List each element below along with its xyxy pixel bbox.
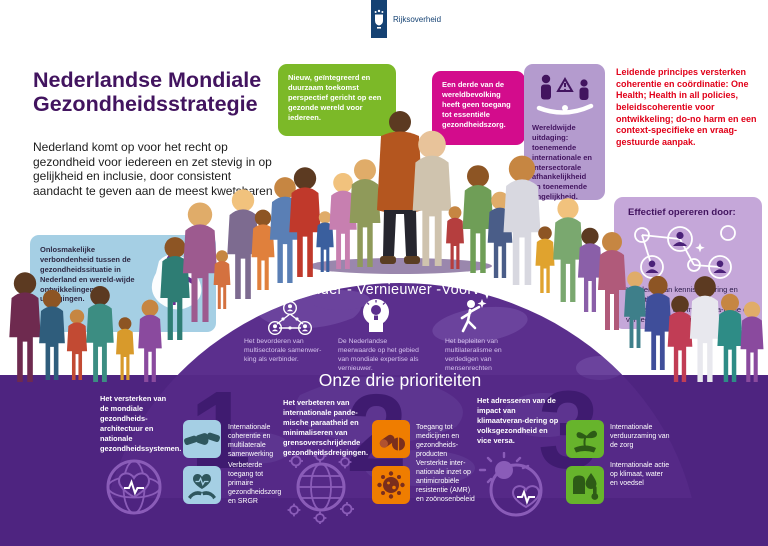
rijksoverheid-crest-icon <box>371 0 387 38</box>
sparkle-icons <box>481 243 705 299</box>
handshake-icon <box>184 432 220 446</box>
hands-heart-icon <box>188 474 216 500</box>
priority-3-tile-2 <box>566 466 604 504</box>
priority-2-tile-1 <box>372 420 410 458</box>
effective-title: Effectief opereren door: <box>628 207 736 218</box>
crowd-shadow <box>308 258 492 274</box>
callout-perspective: Nieuw, geïntegreerd en duurzaam toekomst… <box>278 64 396 136</box>
sun-heartbeat-icon <box>478 452 543 517</box>
rijksoverheid-logo <box>371 0 387 43</box>
priority-2-text: Het verbeteren van internationale pande-… <box>283 398 368 457</box>
priority-2-tile-2-caption: Versterkte inter-nationale inzet op anti… <box>416 460 475 504</box>
innovation-head-icon <box>363 299 389 332</box>
role-innovator-text: De Nederlandse meerwaarde op het gebied … <box>338 338 419 372</box>
knowledge-network-icon <box>634 225 736 279</box>
priority-3-tile-1 <box>566 420 604 458</box>
crowd <box>9 111 764 382</box>
priority-1-tile-2 <box>183 466 221 504</box>
pills-icon <box>379 434 405 451</box>
globe-heartbeat-icon <box>106 459 162 515</box>
role-connector-text: Het bevorderen van multisectorale samenw… <box>244 338 322 363</box>
lead-paragraph: Nederland komt op voor het recht op gezo… <box>33 140 273 198</box>
priority-1-tile-2-caption: Verbeterde toegang tot primaire gezondhe… <box>228 462 282 506</box>
globe-virus-icon <box>287 450 354 524</box>
inequality-balance-icon <box>536 74 593 115</box>
leading-principles-text: Leidende principes versterken coherentie… <box>616 67 757 148</box>
priority-1-text: Het versterken van de mondiale gezondhei… <box>100 394 182 453</box>
logo-wordmark: Rijksoverheid <box>393 15 442 24</box>
priorities-heading: Onze drie prioriteiten <box>318 370 482 390</box>
priority-2-tile-1-caption: Toegang tot medicijnen en gezondheids-pr… <box>416 424 460 459</box>
sustainability-icon <box>574 430 598 453</box>
priority-3-tile-1-caption: Internationale verduurzaming van de zorg <box>610 424 670 450</box>
callout-global-challenge: Wereldwijde uitdaging: toenemende intern… <box>524 64 605 201</box>
priority-3-tile-2-caption: Internationale actie op klimaat, water e… <box>610 462 670 488</box>
priority-3-text: Het adresseren van de impact van klimaat… <box>477 396 559 445</box>
advocate-person-icon <box>460 299 487 333</box>
priority-1-tile-1 <box>183 420 221 458</box>
role-advocate-text: Het bepleiten van multilateralisme en ve… <box>445 338 502 372</box>
callout-access-gap: Een derde van de wereldbevolking heeft g… <box>432 71 525 145</box>
climate-food-water-icon <box>573 473 599 500</box>
network-people-icon <box>267 300 313 336</box>
priority-1-tile-1-caption: Internationale coherentie en multilatera… <box>228 424 274 459</box>
main-figure <box>377 111 423 264</box>
virus-icon <box>377 471 405 499</box>
page-title: Nederlandse Mondiale Gezondheidsstrategi… <box>33 68 262 117</box>
priority-2-tile-2 <box>372 466 410 504</box>
roles-heading: Verbinder - Vernieuwer -Voorvechter <box>277 282 523 298</box>
